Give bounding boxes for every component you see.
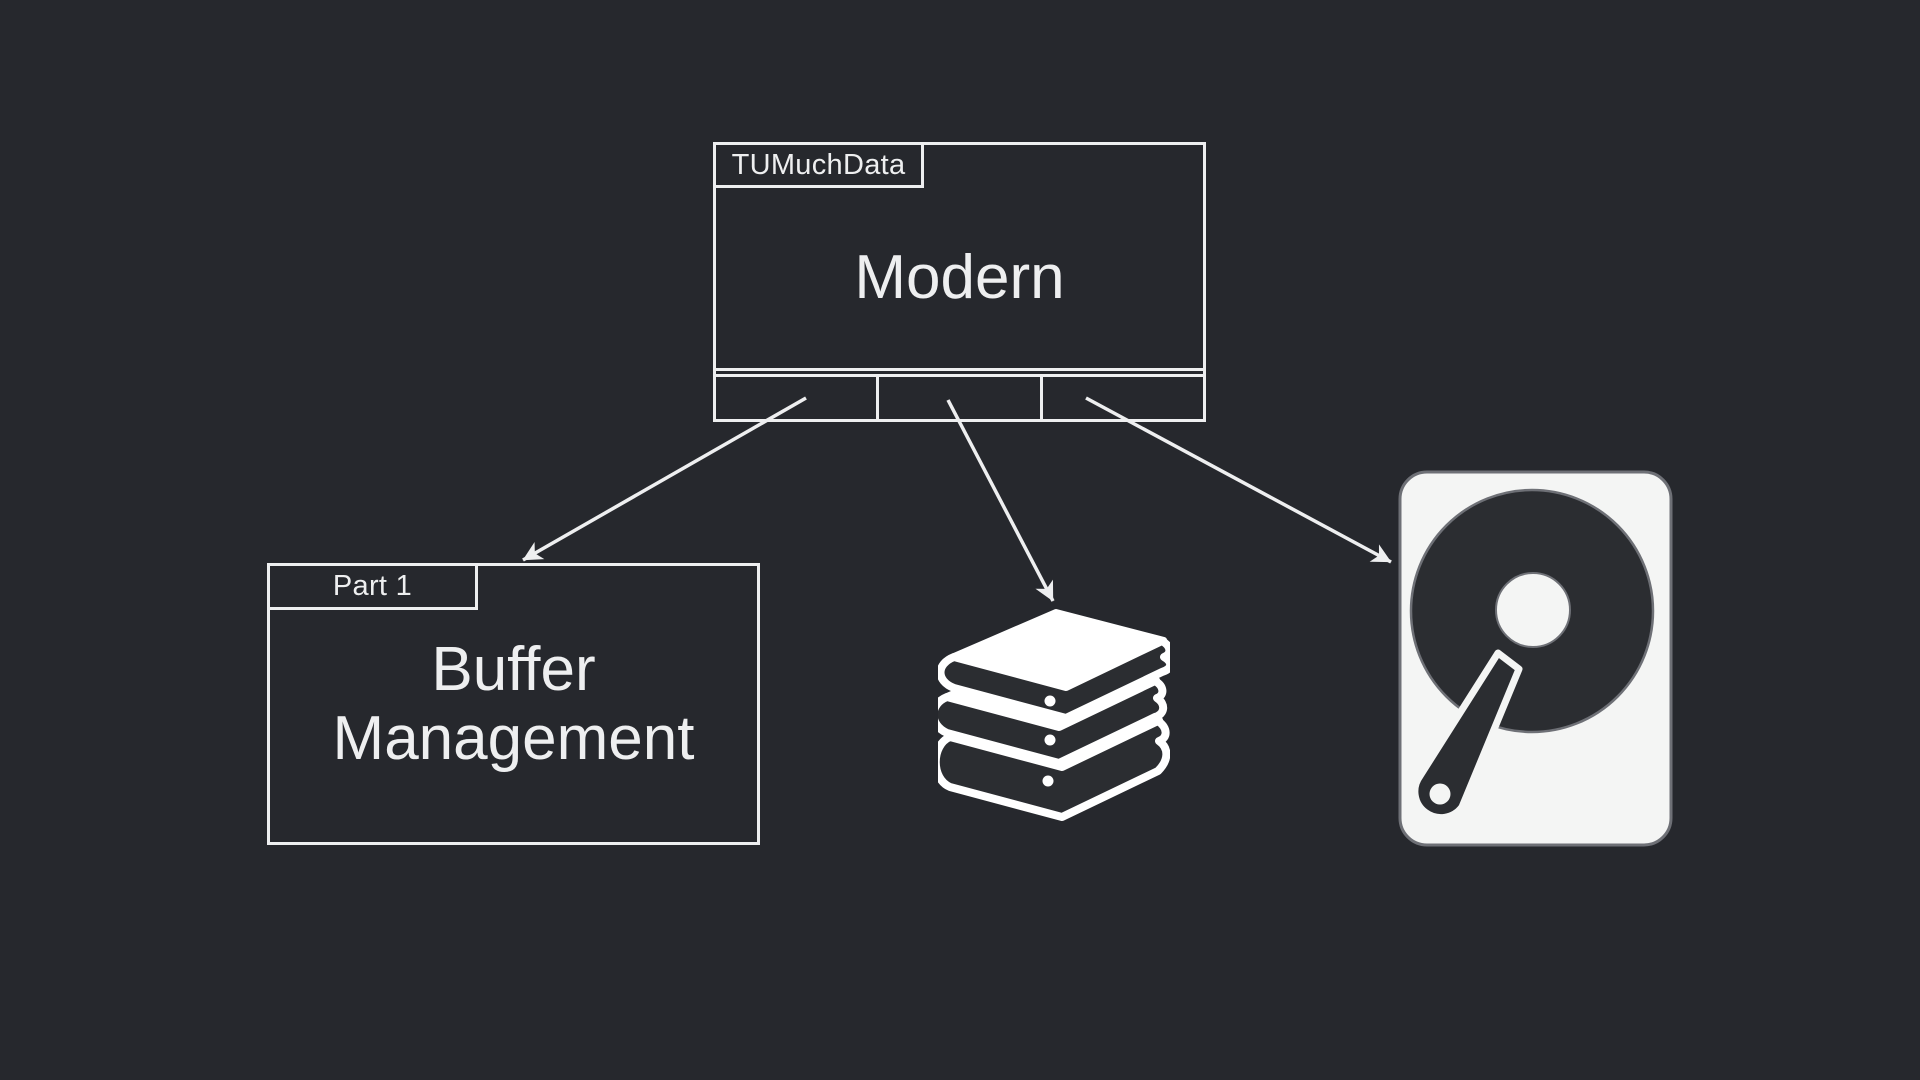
hdd-pivot-hole bbox=[1429, 783, 1451, 805]
hard-disk-icon bbox=[1398, 470, 1673, 847]
package-title: Modern bbox=[716, 188, 1203, 368]
package-title: Buffer Management bbox=[270, 566, 757, 842]
package-tab[interactable]: Part 1 bbox=[267, 563, 478, 610]
package-divider bbox=[716, 368, 1203, 371]
books-stack-icon bbox=[929, 609, 1175, 821]
edge-modern-to-hdd[interactable] bbox=[1085, 396, 1392, 564]
package-tab[interactable]: TUMuchData bbox=[713, 142, 924, 188]
package-node-modern[interactable]: TUMuchData Modern bbox=[713, 142, 1206, 422]
footer-cell-2[interactable] bbox=[876, 377, 1039, 419]
book-top bbox=[936, 609, 1175, 722]
package-tab-label: TUMuchData bbox=[731, 148, 906, 181]
package-footer bbox=[716, 374, 1203, 419]
edge-modern-to-part1[interactable] bbox=[522, 396, 807, 562]
hdd-node[interactable] bbox=[1398, 470, 1673, 847]
footer-cell-3[interactable] bbox=[1039, 377, 1203, 419]
footer-cell-1[interactable] bbox=[716, 377, 876, 419]
hdd-actuator-arm bbox=[1411, 649, 1523, 822]
package-title-label: Modern bbox=[854, 243, 1065, 313]
package-tab-label: Part 1 bbox=[332, 570, 413, 602]
edge-modern-to-books[interactable] bbox=[946, 399, 1055, 602]
package-title-label: Buffer Management bbox=[332, 634, 695, 773]
hdd-spindle bbox=[1495, 572, 1571, 648]
books-node[interactable] bbox=[929, 608, 1175, 824]
package-node-part1[interactable]: Part 1 Buffer Management bbox=[267, 563, 760, 845]
